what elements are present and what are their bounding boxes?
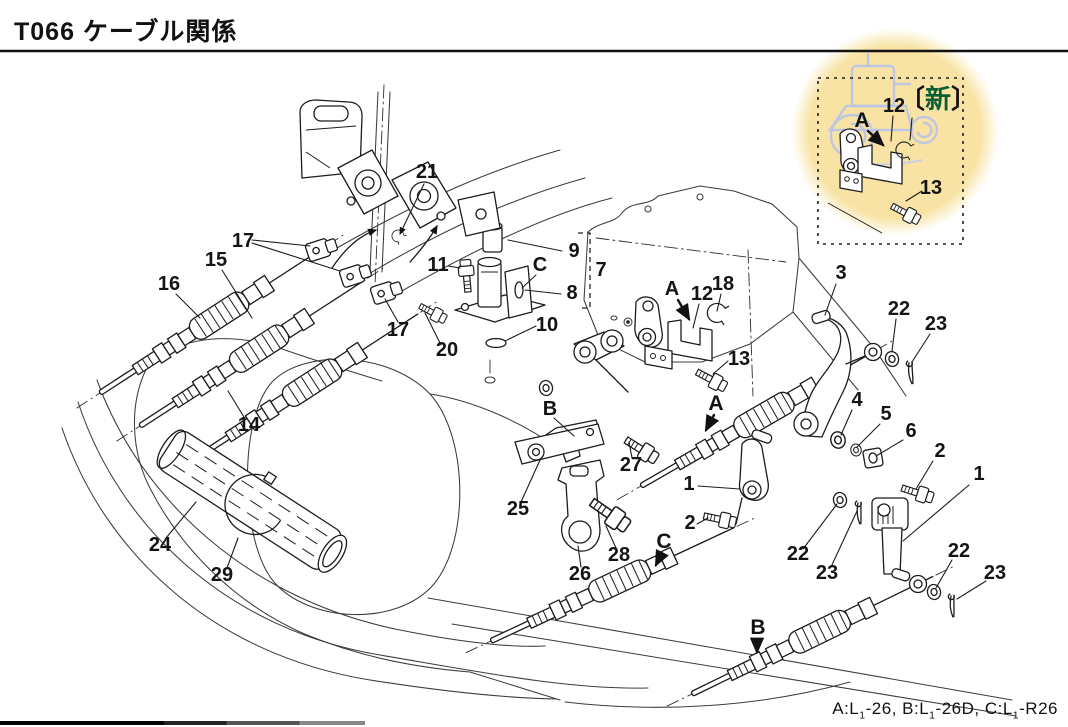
part-callout-26: 26 — [569, 563, 591, 585]
inset-frame — [817, 77, 964, 245]
part-callout-25: 25 — [507, 498, 529, 520]
o-ring-10 — [485, 337, 507, 349]
tube-24 — [156, 429, 348, 573]
part-callout-B: B — [750, 616, 765, 639]
bracket-26 — [557, 459, 605, 552]
part-callout-22: 22 — [787, 543, 809, 565]
part-callout-17: 17 — [232, 230, 254, 252]
lever-1-center — [735, 429, 773, 525]
rod-end-b — [908, 574, 928, 594]
part-callout-7: 7 — [595, 259, 606, 281]
lever-3 — [793, 309, 852, 438]
part-callout-1: 1 — [683, 473, 694, 495]
part-callout-8: 8 — [566, 282, 577, 304]
transmission-case-outline — [61, 84, 1017, 717]
nut-6 — [862, 447, 884, 469]
shift-link — [573, 329, 629, 393]
part-callout-2: 2 — [934, 440, 945, 462]
part-callout-23: 23 — [925, 313, 947, 335]
part-callout-11: 11 — [427, 254, 448, 276]
part-callout-6: 6 — [905, 420, 916, 442]
top-mount-assembly — [299, 99, 501, 269]
page-bottom-rule — [0, 721, 365, 725]
part-callout-17: 17 — [387, 319, 409, 341]
part-callout-4: 4 — [851, 389, 863, 411]
part-callout-23: 23 — [816, 562, 838, 584]
page-title: T066 ケーブル関係 — [14, 18, 238, 46]
u-bracket-12-main — [644, 319, 713, 370]
legend-note: A:L1-26, B:L1-26D, C:L1-R26 — [832, 698, 1058, 721]
bracket-8 — [454, 256, 546, 323]
new-badge: 〔新〕 — [899, 84, 977, 114]
part-callout-24: 24 — [149, 534, 172, 556]
cable-c — [460, 506, 762, 664]
part-callout-14: 14 — [238, 414, 261, 436]
part-callout-28: 28 — [608, 544, 630, 566]
group-bracket-7 — [578, 232, 591, 309]
part-callout-20: 20 — [436, 339, 458, 361]
part-callout-29: 29 — [211, 564, 233, 586]
part-callout-18: 18 — [712, 273, 734, 295]
lever-1-right — [871, 497, 911, 582]
part-callout-27: 27 — [620, 454, 642, 476]
part-callout-13: 13 — [920, 177, 942, 199]
part-callout-22: 22 — [948, 540, 970, 562]
pointer-arrows — [654, 129, 885, 655]
part-callout-C: C — [533, 254, 547, 276]
part-callout-C: C — [656, 530, 671, 553]
part-callout-A: A — [854, 109, 869, 132]
part-callout-10: 10 — [536, 314, 558, 336]
part-callout-A: A — [708, 392, 723, 415]
part-callout-12: 12 — [883, 95, 905, 117]
part-callout-B: B — [543, 398, 557, 420]
inset-new-part — [827, 117, 923, 234]
part-callout-1: 1 — [973, 463, 984, 485]
part-callout-21: 21 — [416, 161, 438, 183]
lever-a-main — [634, 296, 663, 348]
part-callout-12: 12 — [691, 283, 713, 305]
part-callout-23: 23 — [984, 562, 1006, 584]
part-callout-15: 15 — [205, 249, 227, 271]
part-callout-13: 13 — [728, 348, 750, 370]
part-callout-3: 3 — [835, 262, 846, 284]
part-callout-A: A — [665, 278, 679, 300]
bracket-b-hook — [514, 419, 605, 465]
part-callout-16: 16 — [158, 273, 180, 295]
part-callout-22: 22 — [888, 298, 910, 320]
leader-lines — [165, 115, 987, 600]
rod-end-a — [845, 342, 883, 365]
part-callout-5: 5 — [880, 403, 891, 425]
part-callout-2: 2 — [684, 512, 695, 534]
part-callout-9: 9 — [568, 240, 579, 262]
